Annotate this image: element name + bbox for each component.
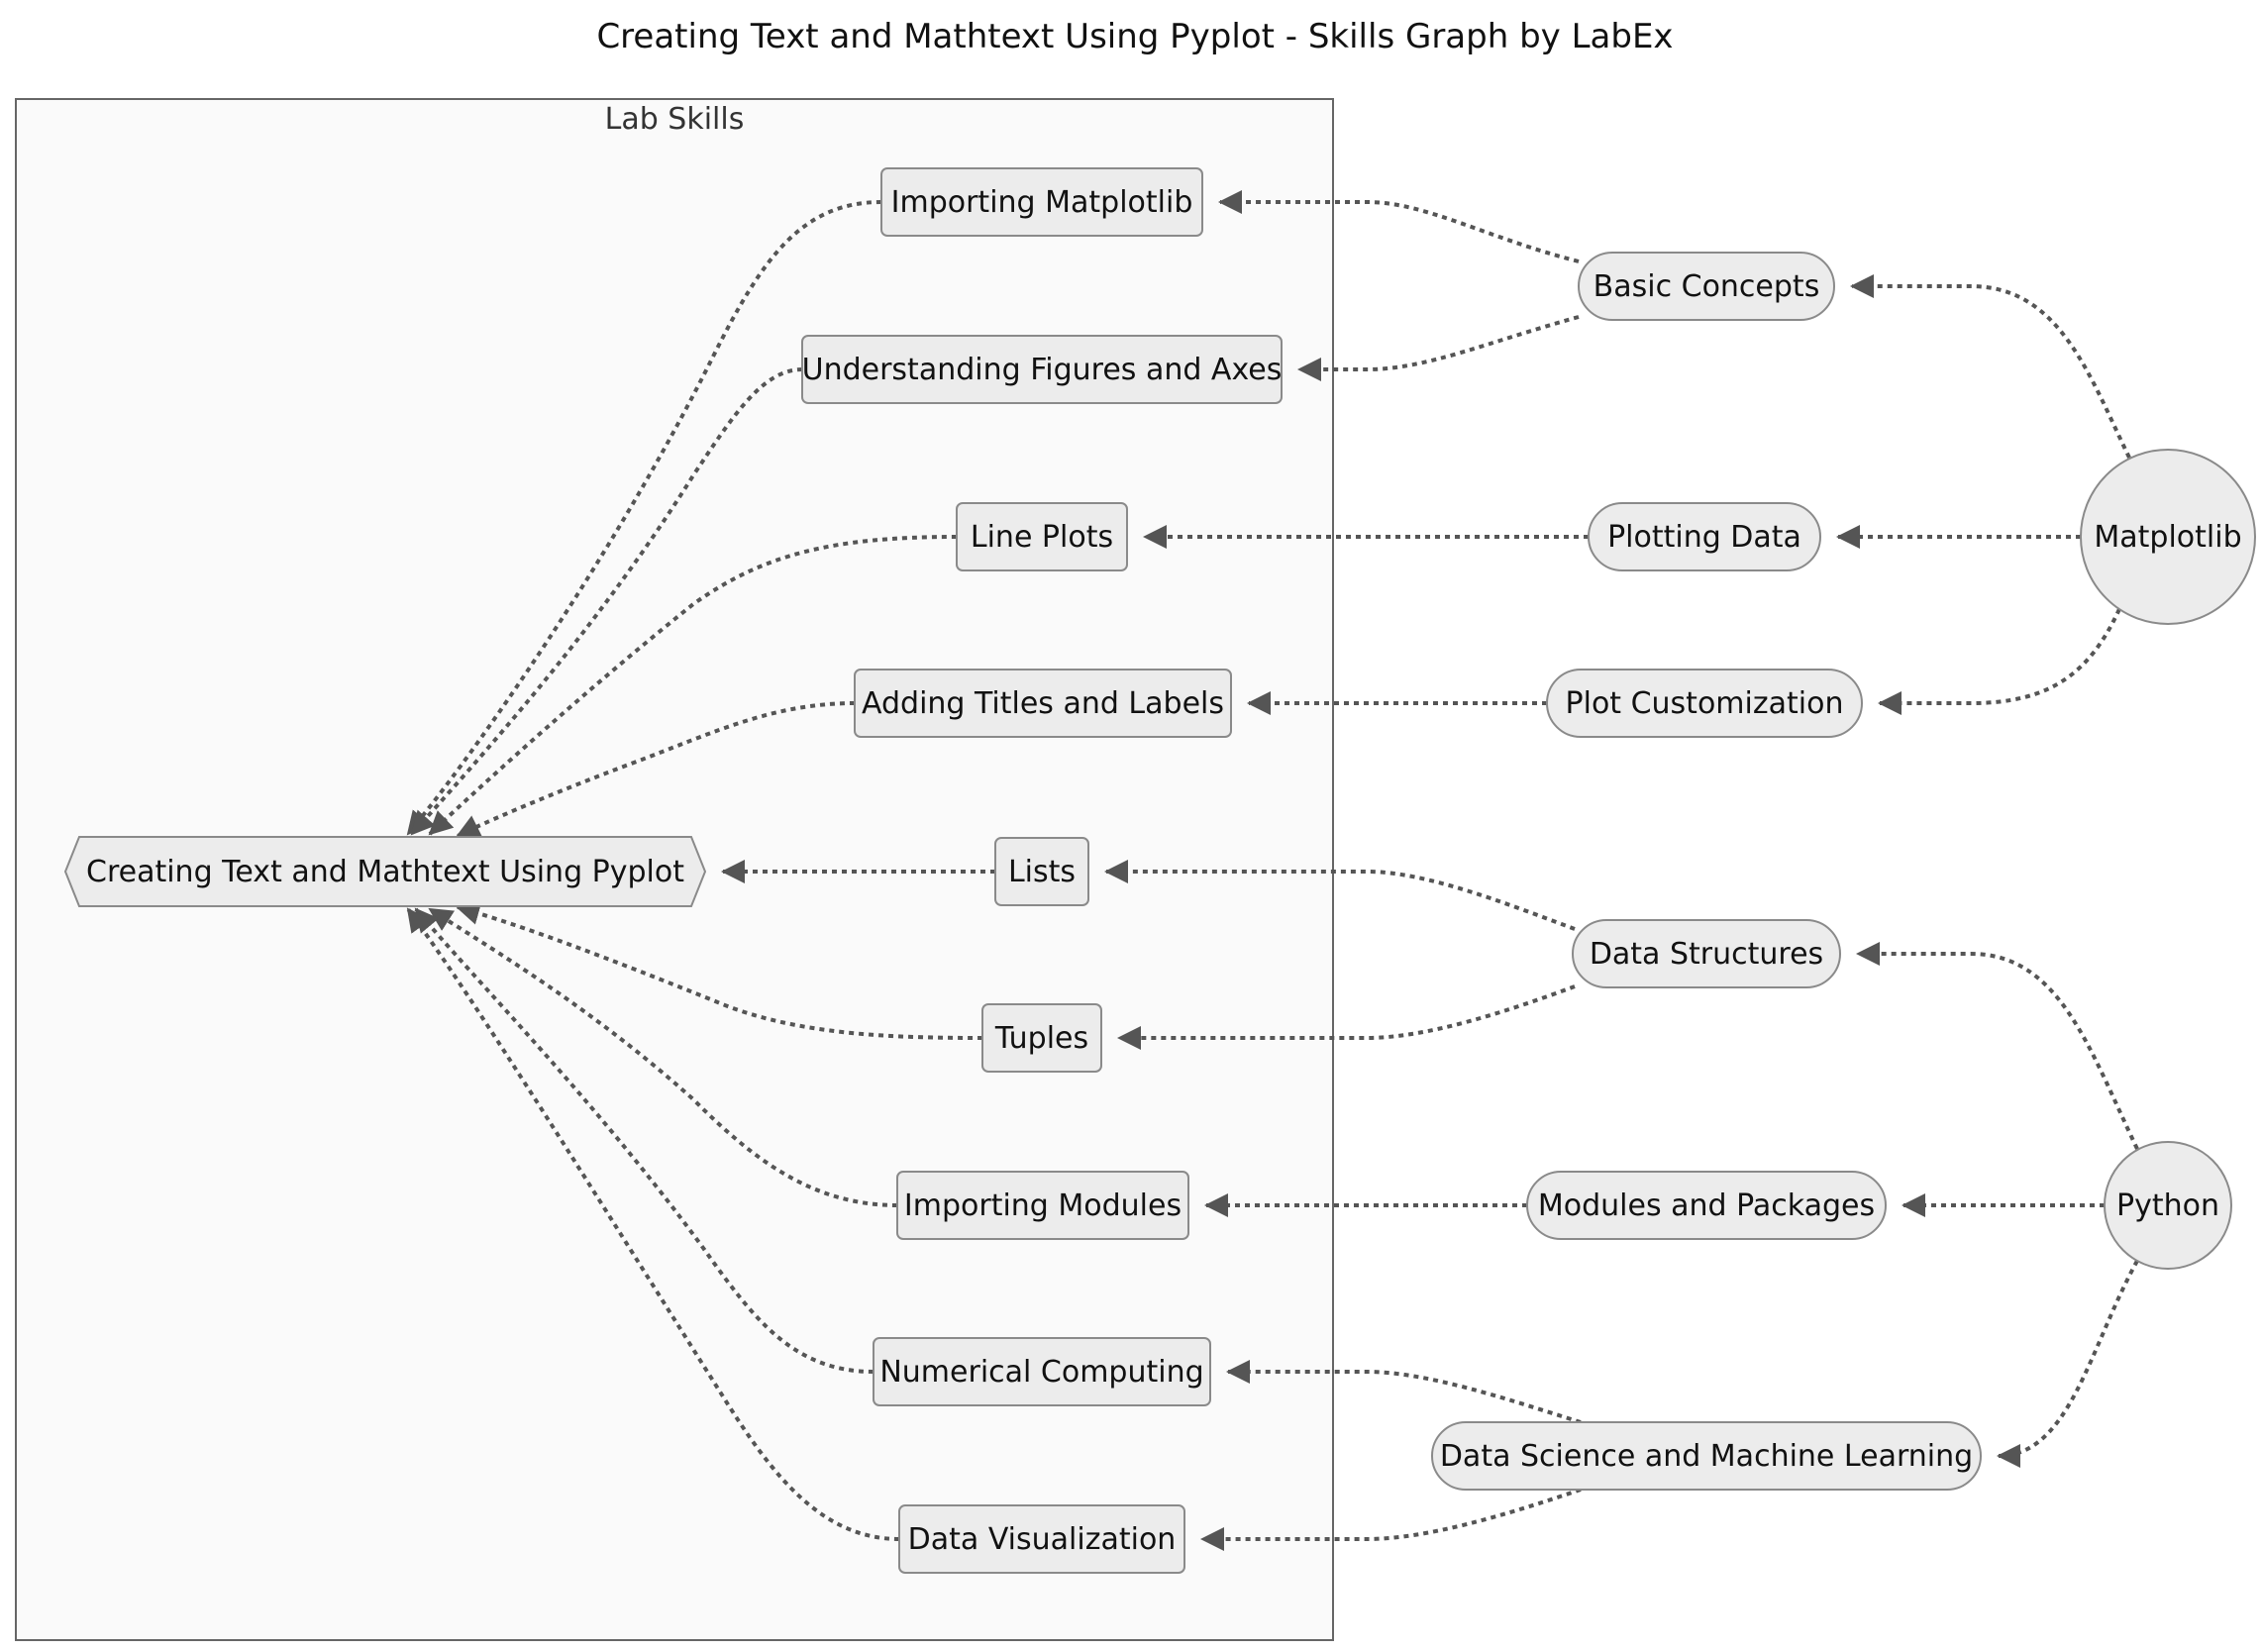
edge-ds-ml-to-numerical-computing	[1226, 1360, 1582, 1424]
node-label: Data Structures	[1590, 937, 1823, 972]
edge-data-structures-to-lists	[1104, 860, 1576, 931]
node-label: Understanding Figures and Axes	[802, 353, 1283, 387]
node-lists[interactable]: Lists	[994, 837, 1089, 906]
node-basic-concepts[interactable]: Basic Concepts	[1578, 252, 1835, 321]
node-plot-customization[interactable]: Plot Customization	[1546, 669, 1863, 738]
diagram-title: Creating Text and Mathtext Using Pyplot …	[596, 17, 1673, 56]
edge-numerical-computing-to-target	[414, 907, 874, 1374]
node-label: Data Visualization	[908, 1522, 1177, 1557]
node-label: Basic Concepts	[1594, 269, 1820, 304]
edge-matplotlib-to-plot-customization	[1878, 608, 2121, 715]
cluster-label: Lab Skills	[605, 102, 745, 137]
node-modules-and-packages[interactable]: Modules and Packages	[1526, 1171, 1887, 1240]
target-hexagon-shape	[63, 836, 707, 907]
edge-data-structures-to-tuples	[1117, 984, 1576, 1050]
node-label: Python	[2116, 1188, 2219, 1223]
node-line-plots[interactable]: Line Plots	[956, 502, 1128, 571]
node-data-structures[interactable]: Data Structures	[1572, 919, 1841, 988]
node-matplotlib[interactable]: Matplotlib	[2080, 449, 2256, 625]
node-label: Importing Modules	[904, 1188, 1182, 1223]
node-label: Data Science and Machine Learning	[1440, 1439, 1973, 1474]
node-target-label: Creating Text and Mathtext Using Pyplot	[86, 855, 684, 889]
edge-data-visualization-to-target	[406, 907, 900, 1541]
edges-layer	[406, 190, 2139, 1551]
node-tuples[interactable]: Tuples	[981, 1003, 1102, 1073]
edge-basic-concepts-to-importing-matplotlib	[1218, 190, 1580, 263]
node-python[interactable]: Python	[2104, 1141, 2232, 1270]
node-label: Importing Matplotlib	[891, 185, 1193, 220]
edge-ds-ml-to-data-visualization	[1200, 1488, 1582, 1551]
edge-basic-concepts-to-understanding-figures	[1297, 315, 1580, 381]
node-label: Matplotlib	[2094, 520, 2241, 555]
edge-understanding-figures-to-target	[410, 367, 803, 836]
node-label: Line Plots	[971, 520, 1113, 555]
node-label: Plotting Data	[1607, 520, 1801, 555]
edge-line-plots-to-target	[428, 535, 958, 836]
node-label: Lists	[1008, 855, 1076, 889]
node-understanding-figures-and-axes[interactable]: Understanding Figures and Axes	[801, 335, 1283, 404]
node-adding-titles-and-labels[interactable]: Adding Titles and Labels	[854, 669, 1232, 738]
node-label: Adding Titles and Labels	[862, 686, 1224, 721]
node-data-science-and-machine-learning[interactable]: Data Science and Machine Learning	[1431, 1421, 1982, 1491]
node-label: Modules and Packages	[1538, 1188, 1875, 1223]
node-numerical-computing[interactable]: Numerical Computing	[873, 1337, 1211, 1406]
node-label: Tuples	[994, 1021, 1088, 1056]
node-plotting-data[interactable]: Plotting Data	[1588, 502, 1821, 571]
node-target[interactable]: Creating Text and Mathtext Using Pyplot	[63, 836, 707, 907]
edge-python-to-ds-ml	[1997, 1260, 2139, 1468]
node-label: Plot Customization	[1566, 686, 1844, 721]
node-label: Numerical Computing	[879, 1355, 1203, 1390]
edge-adding-titles-to-target	[456, 701, 856, 838]
edge-importing-matplotlib-to-target	[406, 200, 882, 836]
node-importing-matplotlib[interactable]: Importing Matplotlib	[880, 167, 1203, 237]
edge-matplotlib-to-basic-concepts	[1850, 274, 2131, 459]
edge-python-to-data-structures	[1856, 942, 2139, 1150]
edge-importing-modules-to-target	[428, 907, 898, 1207]
node-importing-modules[interactable]: Importing Modules	[896, 1171, 1189, 1240]
node-data-visualization[interactable]: Data Visualization	[898, 1504, 1185, 1574]
